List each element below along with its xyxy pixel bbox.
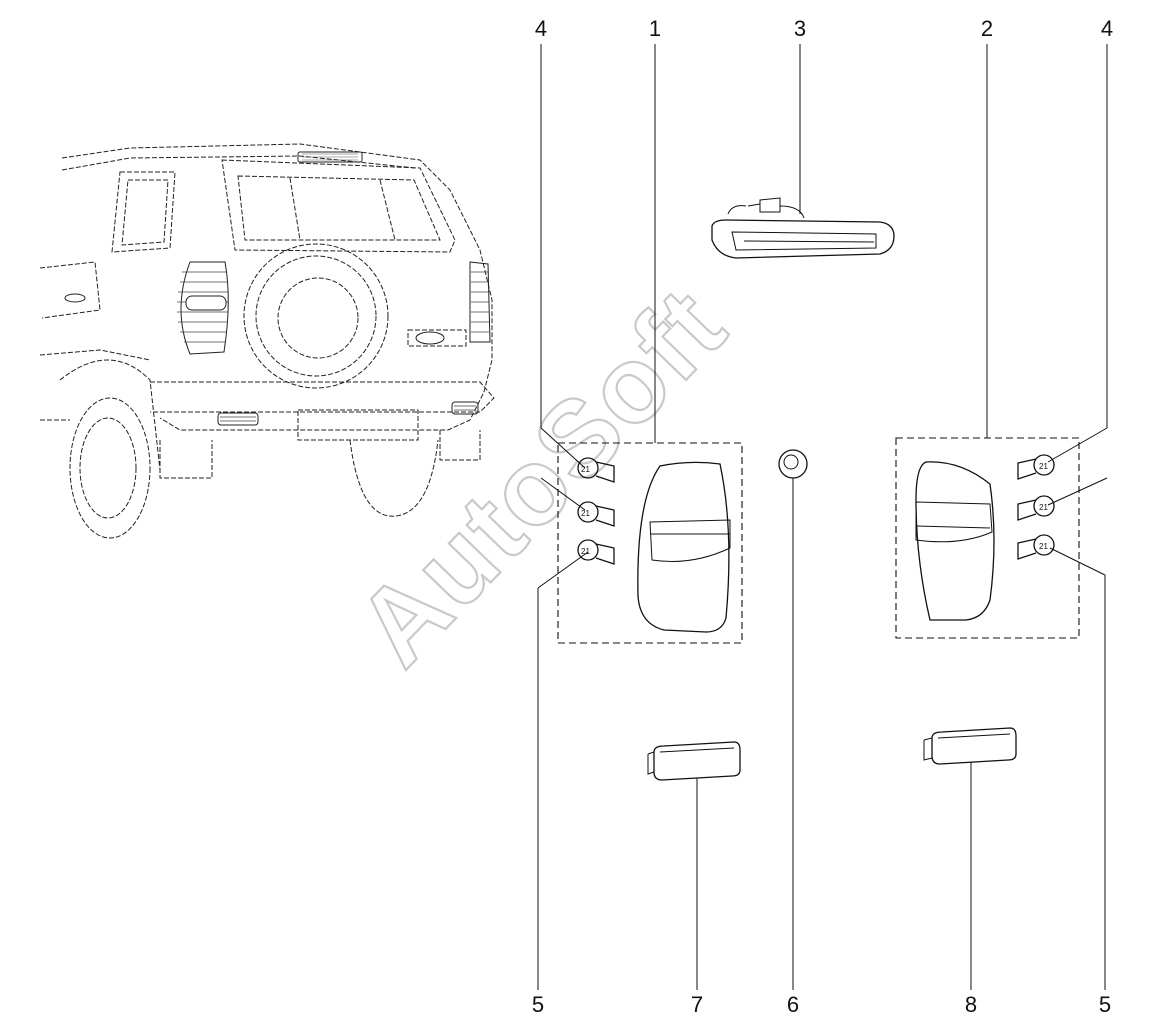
right-reflector	[923, 727, 1017, 765]
left-bulb-bottom: 21	[577, 539, 615, 565]
callout-2: 2	[981, 16, 993, 41]
left-bulb-top: 21	[577, 457, 615, 483]
callout-numbers: 4 1 3 2 4 5 7 6 8 5	[532, 16, 1113, 1017]
svg-text:21: 21	[581, 547, 590, 556]
vehicle-rear-view	[39, 143, 495, 539]
callout-7: 7	[691, 992, 703, 1017]
high-mount-brake-lamp	[711, 197, 895, 259]
left-bulbs: 21 21 21	[577, 457, 615, 565]
left-bulb-middle: 21	[577, 501, 615, 527]
right-bulb-bottom: 21	[1017, 534, 1055, 560]
callout-5-right: 5	[1099, 992, 1111, 1017]
svg-text:21: 21	[1039, 542, 1048, 551]
svg-text:21: 21	[1039, 503, 1048, 512]
svg-text:21: 21	[1039, 462, 1048, 471]
right-bulbs: 21 21 21	[1017, 454, 1055, 560]
right-bulb-top: 21	[1017, 454, 1055, 480]
left-reflector	[647, 741, 741, 781]
left-tail-lamp-assembly	[557, 442, 743, 644]
svg-text:21: 21	[581, 509, 590, 518]
callout-4-left: 4	[535, 16, 547, 41]
grommet	[778, 449, 808, 479]
callout-8: 8	[965, 992, 977, 1017]
callout-4-right: 4	[1101, 16, 1113, 41]
callout-5-left: 5	[532, 992, 544, 1017]
callout-6: 6	[787, 992, 799, 1017]
svg-text:21: 21	[581, 465, 590, 474]
callout-1: 1	[649, 16, 661, 41]
right-bulb-middle: 21	[1017, 495, 1055, 521]
leader-lines	[537, 44, 1108, 990]
callout-3: 3	[794, 16, 806, 41]
